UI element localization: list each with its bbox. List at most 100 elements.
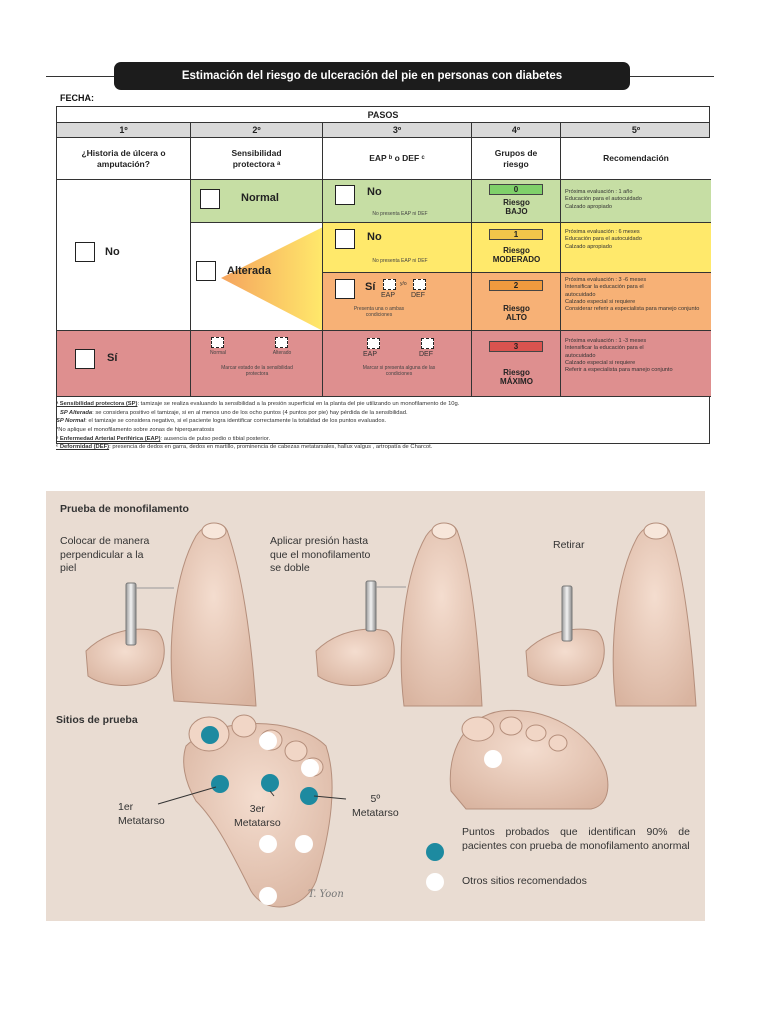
step-2: 2º [191, 123, 323, 137]
sensitivity-altered-cell: Alterada [191, 223, 323, 331]
reco-row3-line5: Considerar referir a especialista para m… [565, 306, 700, 313]
step3-text: Retirar [553, 539, 585, 551]
monofilament-illustration: Prueba de monofilamento [46, 491, 705, 921]
note-sp-normal: SP Normal: el tamizaje se considera nega… [56, 417, 710, 426]
eap-row2-note: No presenta EAP ni DEF [372, 258, 428, 264]
sensitivity-normal-cell: Normal [191, 180, 323, 223]
note-sp-normal-head: SP Normal [56, 418, 86, 425]
risk-1-line2: MODERADO [492, 255, 541, 265]
label-3rd-line1: 3er [249, 803, 265, 815]
label-1st-metatarsal: 1er Metatarso [118, 801, 165, 828]
eap-row3-eap-checkbox[interactable] [383, 279, 396, 290]
risk-badge-1: 1 [489, 229, 543, 240]
reco-row3-text: Próxima evaluación : 3 -6 meses Intensif… [565, 277, 705, 313]
eap-row3-def-checkbox[interactable] [413, 279, 426, 290]
note-sp-head: ᵃ Sensibilidad protectora (SP) [56, 401, 138, 407]
reco-row4-line4: Calzado especial si requiere [565, 359, 636, 366]
sensitivity-row4-altered-checkbox[interactable] [275, 337, 288, 348]
eap-row4-note: Marcar si presenta alguna de las condici… [362, 365, 436, 377]
risk-0-line1: Riesgo [503, 198, 530, 207]
legend-white-text: Otros sitios recomendados [462, 875, 587, 887]
sensitivity-row4-normal-label: Normal [209, 350, 227, 356]
sensitivity-altered-label: Alterada [227, 265, 272, 277]
note-eap-body: : ausencia de pulso pedio o tibial poste… [160, 435, 271, 442]
header-history-text: ¿Historia de úlcera o amputación? [81, 148, 166, 169]
footnotes: ᵃ Sensibilidad protectora (SP): tamizaje… [56, 400, 710, 452]
header-sensitivity: Sensibilidad protectora ᵃ [191, 138, 323, 180]
reco-row1-cell: Próxima evaluación : 1 año Educación par… [561, 180, 711, 223]
note-hyperkeratosis: *No aplique el monofilamento sobre zonas… [56, 427, 215, 434]
eap-row3-cell: Sí y/o EAP DEF Presenta una o ambas cond… [323, 273, 472, 331]
risk-table: PASOS 1º 2º 3º 4º 5º ¿Historia de úlcera… [56, 106, 711, 444]
sensitivity-normal-checkbox[interactable] [200, 189, 220, 209]
eap-row1-checkbox[interactable] [335, 185, 355, 205]
risk-3-line1: Riesgo [503, 368, 530, 377]
header-eap-def: EAP ᵇ o DEF ᶜ [323, 138, 472, 180]
sites-title: Sitios de prueba [56, 714, 138, 726]
eap-row1-cell: No No presenta EAP ni DEF [323, 180, 472, 223]
step-5: 5º [631, 125, 641, 135]
note-sp-body: : tamizaje se realiza evaluando la sensi… [137, 401, 460, 407]
sensitivity-altered-checkbox[interactable] [196, 261, 216, 281]
note-sp-altered-body: : se considera positivo el tamizaje, si … [92, 409, 408, 416]
reco-row3-cell: Próxima evaluación : 3 -6 meses Intensif… [561, 273, 711, 331]
eap-row3-note: Presenta una o ambas condiciones [353, 306, 405, 318]
steps-header: PASOS [57, 107, 709, 123]
reco-row4-line2: Intensificar la educación para el [565, 345, 644, 352]
reco-row4-line1: Próxima evaluación : 1 -3 meses [565, 338, 647, 344]
steps-row: 1º 2º 3º 4º 5º [57, 123, 709, 138]
note-sp-normal-body: : el tamizaje se considera negativo, si … [85, 418, 387, 425]
note-eap: ᵇ Enfermedad Arterial Periférica (EAP): … [56, 435, 710, 444]
step-3: 3º [323, 123, 472, 137]
step1-text: Colocar de manera perpendicular a la pie… [60, 535, 150, 575]
label-3rd-line2: Metatarso [234, 816, 281, 829]
reco-row2-cell: Próxima evaluación : 6 meses Educación p… [561, 223, 711, 273]
reco-row4-line5: Referir a especialista para manejo conju… [565, 367, 673, 374]
eap-row3-def-label: DEF [411, 292, 425, 299]
reco-row4-text: Próxima evaluación : 1 -3 meses Intensif… [565, 338, 705, 374]
risk-0-line2: BAJO [505, 207, 528, 217]
legend-blue-text: Puntos probados que identifican 90% de p… [462, 826, 690, 852]
header-sensitivity-text: Sensibilidad protectora ᵃ [231, 148, 282, 169]
note-def-head: ᶜ Deformidad (DEF) [56, 444, 110, 451]
header-history: ¿Historia de úlcera o amputación? [57, 138, 191, 180]
label-1st-line2: Metatarso [118, 814, 165, 827]
sensitivity-row4-altered-label: Alterado [272, 350, 292, 356]
risk-badge-3: 3 [489, 341, 543, 352]
eap-row2-cell: No No presenta EAP ni DEF [323, 223, 472, 273]
risk-badge-0: 0 [489, 184, 543, 195]
eap-row2-checkbox[interactable] [335, 229, 355, 249]
sensitivity-row4-note: Marcar estado de la sensibilidad protect… [221, 365, 293, 377]
eap-row4-eap-checkbox[interactable] [367, 338, 380, 349]
form-title: Estimación del riesgo de ulceración del … [114, 62, 630, 90]
note-sp-altered: SP Alterada: se considera positivo el ta… [56, 409, 710, 418]
eap-row3-andor: y/o [400, 281, 407, 287]
risk-3-line2: MÁXIMO [500, 377, 533, 387]
feet-drawing [85, 522, 697, 908]
reco-row2-line2: Educación para el autocuidado [565, 236, 642, 243]
sensitivity-row4-normal-checkbox[interactable] [211, 337, 224, 348]
monofilament-title: Prueba de monofilamento [60, 503, 189, 515]
risk-2-line1: Riesgo [503, 304, 530, 313]
step-1: 1º [57, 123, 191, 137]
header-risk-groups: Grupos de riesgo [472, 138, 561, 180]
altered-wedge-graphic [221, 227, 322, 330]
note-sp-altered-head: SP Alterada [60, 409, 93, 416]
history-si-checkbox[interactable] [75, 349, 95, 369]
history-si-cell: Sí [57, 331, 191, 397]
eap-row1-note: No presenta EAP ni DEF [372, 211, 428, 217]
artist-signature: T. Yoon [308, 889, 344, 900]
eap-row2-label: No [367, 231, 382, 243]
label-5th-line1: 5º [370, 793, 381, 805]
eap-row3-checkbox[interactable] [335, 279, 355, 299]
reco-row4-cell: Próxima evaluación : 1 -3 meses Intensif… [561, 331, 711, 397]
eap-row4-def-checkbox[interactable] [421, 338, 434, 349]
history-no-checkbox[interactable] [75, 242, 95, 262]
sensitivity-row4-cell: Normal Alterado Marcar estado de la sens… [191, 331, 323, 397]
